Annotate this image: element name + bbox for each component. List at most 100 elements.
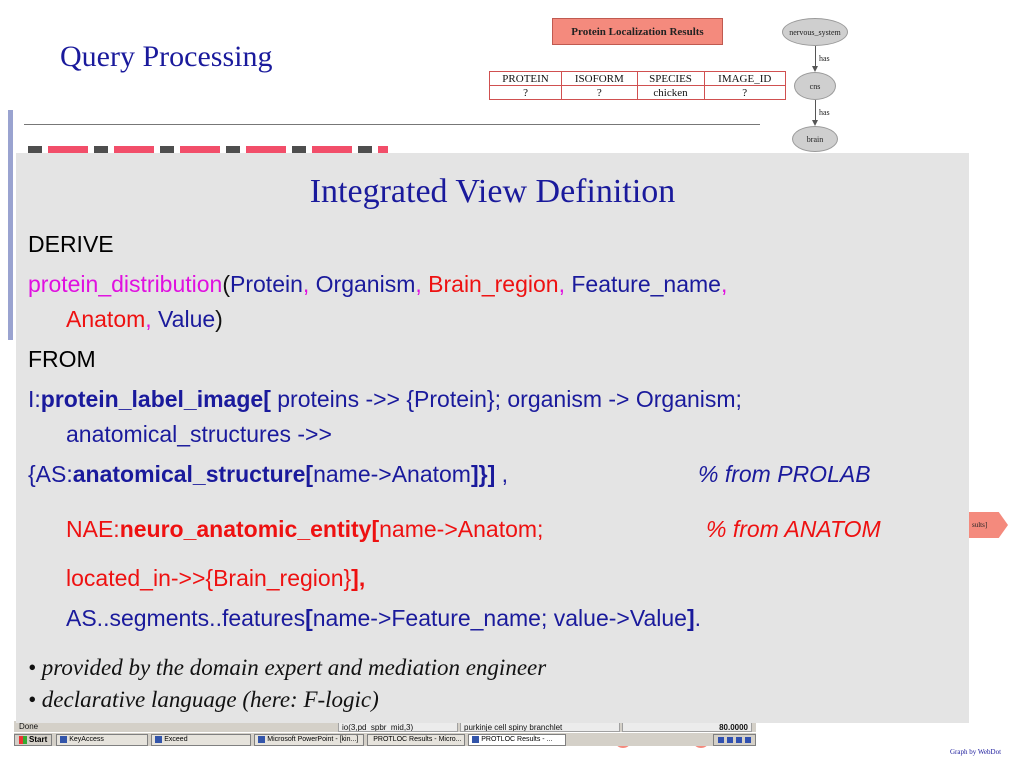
punct: ] [686,605,695,631]
panel-title: Integrated View Definition [309,173,676,210]
powerpoint-icon [258,736,266,743]
table-header: PROTEIN [488,71,563,86]
taskbar-item-label: Exceed [164,736,188,743]
windows-logo-icon [19,735,27,744]
punct: , [495,461,509,487]
predicate-name: protein_distribution [28,271,223,297]
keyword-from: FROM [28,346,96,372]
graph-credit: Graph by WebDot [950,748,1002,756]
taskbar-item-powerpoint[interactable]: Microsoft PowerPoint - [kin...] [254,733,365,746]
results-arrow[interactable]: sults] [966,512,1008,538]
source-text: name->Feature_name; value->Value [312,605,687,631]
source-line-3: {AS:anatomical_structure[name->Anatom]}]… [28,461,508,488]
windows-taskbar: Start KeyAccess Exceed Microsoft PowerPo… [14,732,756,746]
bullet-domain-expert: • provided by the domain expert and medi… [28,655,547,680]
obscured-text-line [28,146,388,154]
table-header-row: PROTEIN ISOFORM SPECIES IMAGE_ID [488,71,786,86]
taskbar-item-protloc-2[interactable]: PROTLOC Results - ... [468,733,567,746]
system-tray[interactable] [713,733,756,746]
arg-feature-name: Feature_name [571,271,721,297]
arrow-down-icon [812,120,818,126]
source-text: proteins ->> {Protein}; organism -> Orga… [270,386,742,412]
keyaccess-icon [60,736,68,743]
class-name: neuro_anatomic_entity[ [119,516,380,542]
source-line-4: NAE:neuro_anatomic_entity[name->Anatom; [66,516,543,543]
prefix: I: [28,386,41,412]
class-name: anatomical_structure[ [72,461,314,487]
punct: ) [215,306,223,332]
comment-anatom: % from ANATOM [706,516,881,542]
punct: , [145,306,152,332]
table-header: IMAGE_ID [703,71,786,86]
source-line-2: anatomical_structures ->> [66,421,332,448]
punct: [ [305,605,313,631]
source-line-6: AS..segments..features[name->Feature_nam… [66,605,701,632]
table-header: ISOFORM [561,71,638,86]
status-text: Done [19,722,39,731]
status-cell: 80.0000 [622,722,752,732]
source-text: name->Anatom; [379,516,544,542]
source-text: name->Anatom [313,461,471,487]
source-text: located_in->>{Brain_region} [66,565,352,591]
status-cell: io(3,pd_spbr_mid,3) [338,722,458,732]
arg-value: Value [158,306,216,332]
table-cell: ? [488,85,563,100]
slide-title: Query Processing [60,40,273,73]
punct: ]}] [470,461,496,487]
punct: ], [351,565,366,591]
bullet-declarative-language: • declarative language (here: F-logic) [28,687,379,712]
taskbar-item-label: KeyAccess [69,736,104,743]
table-row: ? ? chicken ? [488,85,786,100]
divider-line [24,124,760,125]
results-box[interactable]: Protein Localization Results [552,18,723,45]
start-button[interactable]: Start [14,733,53,746]
tray-icon [745,736,751,743]
status-cell: purkinje cell spiny branchlet [460,722,620,732]
punct: , [720,271,728,297]
exceed-icon [155,736,163,743]
table-cell: ? [561,85,638,100]
graph-node-cns[interactable]: cns [794,72,836,100]
arg-brain-region: Brain_region [428,271,559,297]
integrated-view-panel: Integrated View Definition DERIVE protei… [16,153,969,723]
taskbar-item-protloc-1[interactable]: PROTLOC Results - Micro... [367,733,466,746]
taskbar-item-label: PROTLOC Results - Micro... [373,736,462,743]
arg-protein: Protein [230,271,303,297]
punct: , [302,271,310,297]
browser-status-bar: Done io(3,pd_spbr_mid,3) purkinje cell s… [14,720,756,732]
table-header: SPECIES [636,71,705,86]
start-label: Start [29,735,48,744]
punct: , [558,271,565,297]
comment-prolab: % from PROLAB [698,461,871,487]
graph-edge [815,100,816,122]
class-name: protein_label_image[ [40,386,271,412]
taskbar-item-label: Microsoft PowerPoint - [kin...] [267,736,359,743]
taskbar-item-keyaccess[interactable]: KeyAccess [56,733,149,746]
table-cell: ? [703,85,786,100]
graph-edge [815,46,816,68]
graph-node-nervous-system[interactable]: nervous_system [782,18,848,46]
source-line-5: located_in->>{Brain_region}], [66,565,365,592]
taskbar-item-exceed[interactable]: Exceed [151,733,252,746]
prefix: {AS: [28,461,73,487]
table-cell: chicken [636,85,705,100]
signature-line-1: protein_distribution(Protein, Organism, … [28,271,727,298]
punct: . [694,605,702,631]
signature-line-2: Anatom, Value) [66,306,223,333]
derive-line: DERIVE [28,231,114,258]
from-line: FROM [28,346,96,373]
tray-icon [736,736,742,743]
taskbar-item-label: PROTLOC Results - ... [481,736,553,743]
graph-node-brain[interactable]: brain [792,126,838,152]
prefix: NAE: [66,516,120,542]
slide-left-accent [8,110,13,340]
arg-anatom: Anatom [66,306,146,332]
punct: ( [222,271,231,297]
graph-edge-label: has [819,108,830,117]
arg-organism: Organism [315,271,416,297]
keyword-derive: DERIVE [28,231,114,257]
browser-icon [472,736,480,743]
punct: , [415,271,422,297]
arrow-down-icon [812,66,818,72]
tray-icon [727,736,733,743]
